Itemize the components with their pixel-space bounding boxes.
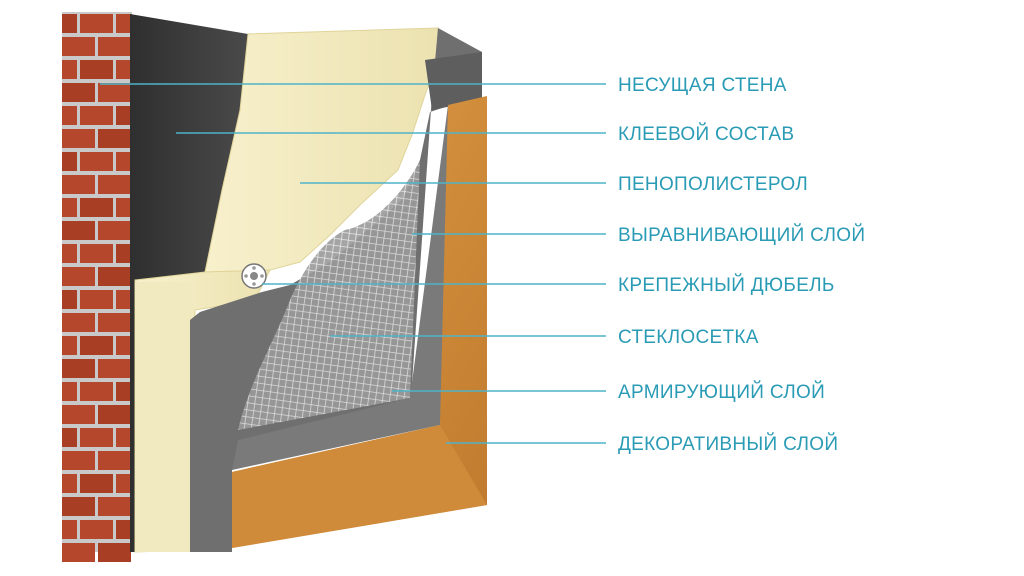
fastening-dowel [241,263,267,289]
labels: НЕСУЩАЯ СТЕНА КЛЕЕВОЙ СОСТАВ ПЕНОПОЛИСТЕРО… [618,75,865,455]
brick [80,428,113,447]
decorative-layer-front [232,425,487,548]
brick [116,152,132,171]
brick [62,474,77,493]
brick [98,543,131,562]
brick [62,221,95,240]
brick [62,336,77,355]
brick [62,359,95,378]
brick [116,106,132,125]
layer-label: АРМИРУЮЩИЙ СЛОЙ [618,381,825,403]
brick [62,129,95,148]
brick [80,106,113,125]
brick [62,83,95,102]
brick [62,405,95,424]
brick [80,14,113,33]
brick [62,175,95,194]
reinforcing-layer [232,100,478,470]
brick [116,382,132,401]
layer-label: СТЕКЛОСЕТКА [618,327,759,348]
polystyrene-board-lower-face [135,282,193,552]
brick [98,267,131,286]
layer-label: НЕСУЩАЯ СТЕНА [618,75,787,96]
brick [80,244,113,263]
brick [116,244,132,263]
brick [62,313,95,332]
layer-label: ПЕНОПОЛИСТЕРОЛ [618,174,808,195]
brick [116,520,132,539]
brick [116,14,132,33]
brick [98,129,131,148]
brick [98,451,131,470]
layer-label: ДЕКОРАТИВНЫЙ СЛОЙ [618,433,838,455]
brick [98,313,131,332]
brick [62,451,95,470]
brick [62,497,95,516]
brick [80,198,113,217]
brick [80,520,113,539]
brick [98,405,131,424]
brick [98,83,131,102]
brick [62,60,77,79]
brick [116,428,132,447]
brick [62,106,77,125]
brick [116,336,132,355]
brick [98,359,131,378]
brick-wall [62,12,132,562]
brick [62,37,95,56]
brick [62,14,77,33]
brick [98,37,131,56]
brick [62,152,77,171]
brick [98,497,131,516]
brick [80,382,113,401]
brick [62,520,77,539]
brick [80,290,113,309]
brick [98,221,131,240]
brick [62,543,95,562]
brick [62,382,77,401]
adhesive-layer [130,14,248,552]
brick-courses [62,14,132,562]
brick [80,474,113,493]
layer-label: КРЕПЕЖНЫЙ ДЮБЕЛЬ [618,274,835,296]
brick [116,290,132,309]
layer-label: КЛЕЕВОЙ СОСТАВ [618,123,794,145]
brick [62,244,77,263]
brick [116,474,132,493]
brick [62,198,77,217]
brick [80,152,113,171]
layer-label: ВЫРАВНИВАЮЩИЙ СЛОЙ [618,224,865,246]
brick [62,290,77,309]
brick [80,336,113,355]
brick [116,198,132,217]
glass-fiber-mesh [238,160,420,430]
leader-lines [100,83,606,444]
leveling-layer-top [425,52,482,110]
brick [62,428,77,447]
brick [116,60,132,79]
brick [98,175,131,194]
brick [62,267,95,286]
brick [80,60,113,79]
